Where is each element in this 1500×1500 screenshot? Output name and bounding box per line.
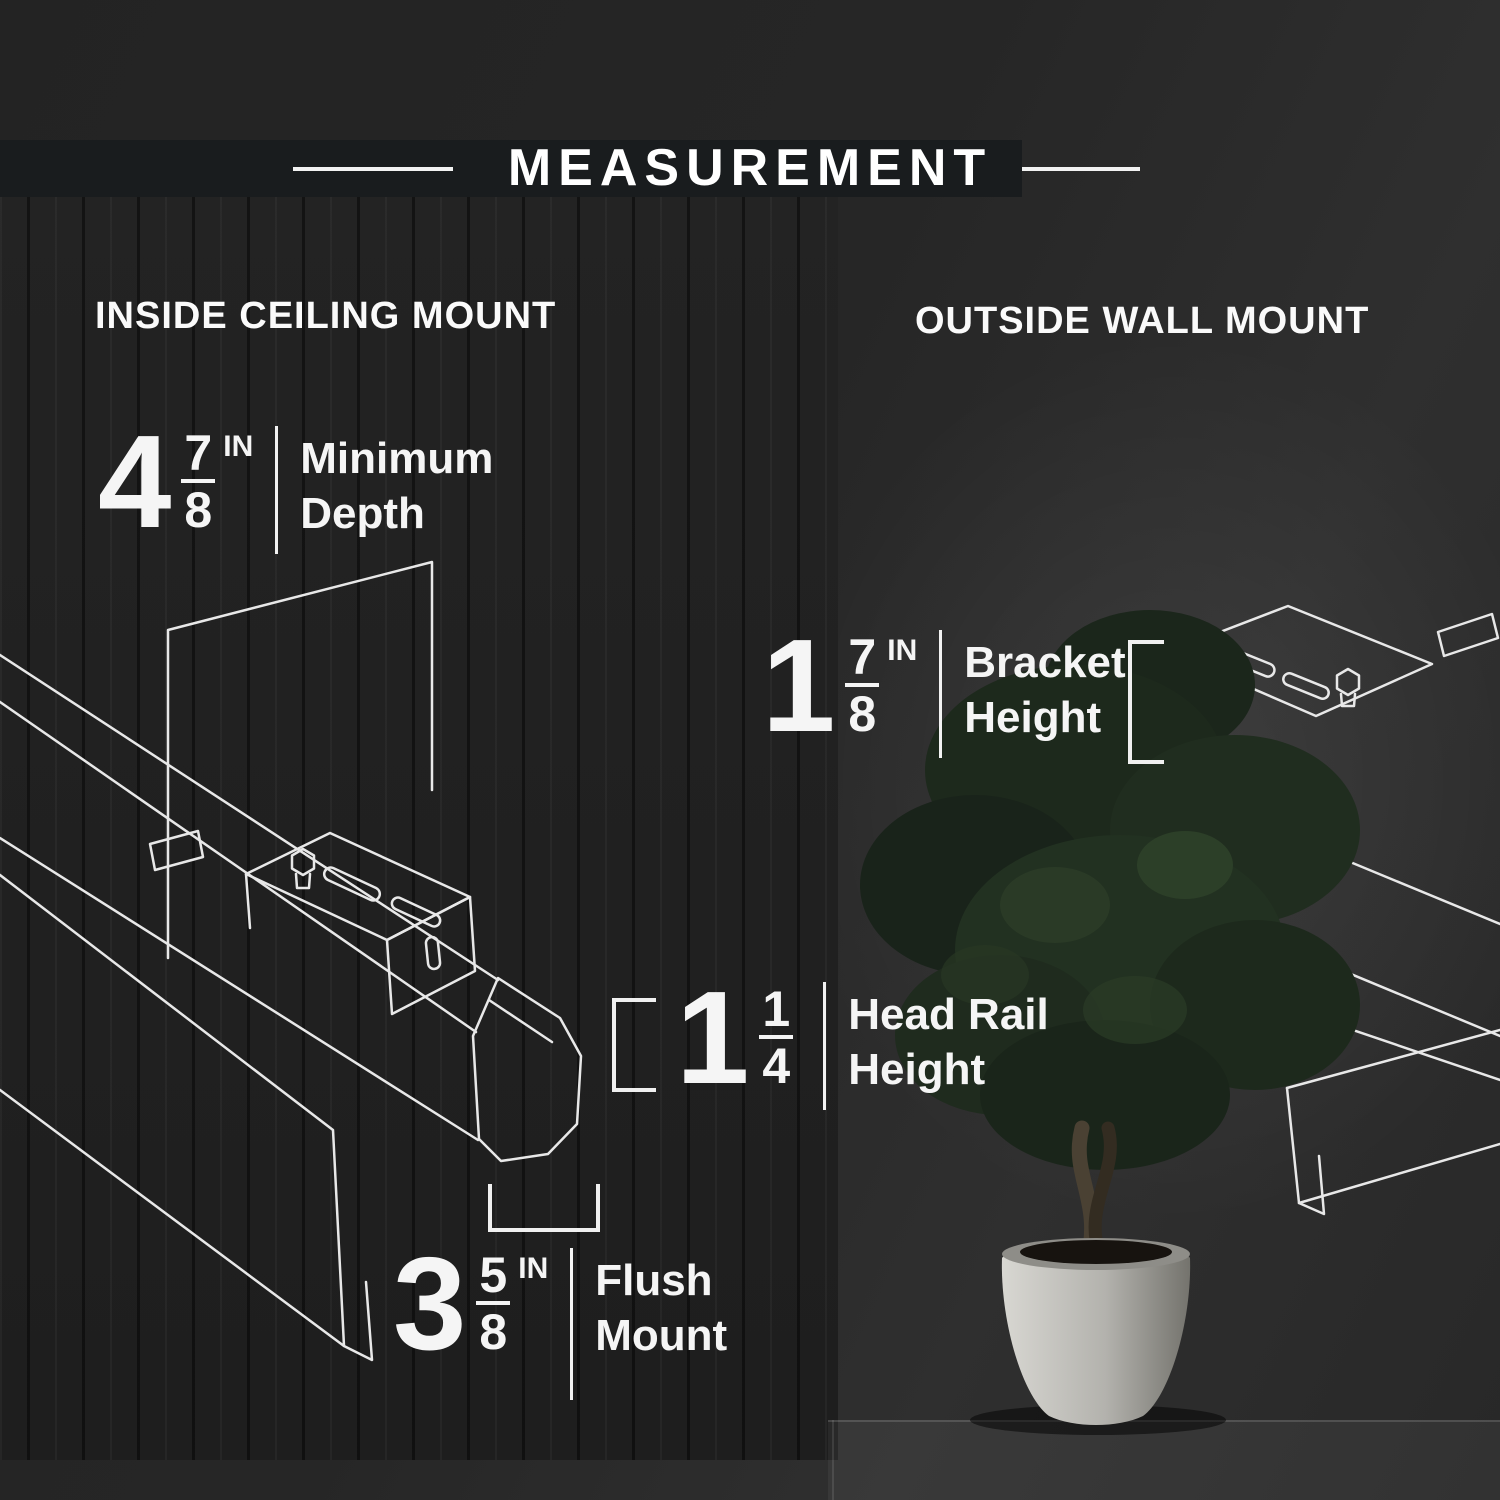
measurement-whole-number: 3 bbox=[393, 1230, 467, 1377]
callout-divider bbox=[570, 1248, 574, 1400]
measurement-unit: IN bbox=[223, 430, 254, 463]
measurement-unit: IN bbox=[518, 1252, 549, 1285]
bracket-height-measure-icon bbox=[1128, 640, 1164, 764]
bracket-bolt bbox=[1335, 667, 1361, 697]
measurement-fraction: 7 8 bbox=[181, 428, 216, 537]
valance-fold bbox=[342, 1280, 374, 1362]
bracket-bolt bbox=[290, 847, 316, 877]
title-band bbox=[0, 140, 1022, 197]
measurement-whole-number: 1 bbox=[762, 612, 836, 759]
measurement-minimum-depth: 4 7 8 IN Minimum Depth bbox=[98, 416, 494, 554]
valance-top-edge bbox=[1285, 1028, 1500, 1090]
measurement-fraction: 7 8 bbox=[845, 632, 880, 741]
bracket-slot bbox=[322, 866, 382, 902]
foliage-highlight bbox=[1137, 831, 1233, 899]
bracket-bolt-shaft bbox=[1339, 692, 1357, 708]
ceiling-mount-illustration bbox=[0, 560, 583, 1362]
callout-divider bbox=[823, 982, 827, 1110]
bracket-flange-slot bbox=[424, 935, 442, 971]
plant-illustration bbox=[860, 610, 1360, 1435]
callout-divider bbox=[275, 426, 279, 554]
bracket-front-flange bbox=[385, 895, 477, 1016]
foliage bbox=[1150, 920, 1360, 1090]
bracket-bolt-shaft bbox=[294, 872, 312, 890]
vertical-blinds-background bbox=[0, 192, 838, 1460]
measurement-label: Minimum Depth bbox=[300, 434, 494, 538]
measurement-bracket-height: 1 7 8 IN Bracket Height bbox=[762, 620, 1126, 758]
measurement-whole-number: 1 bbox=[676, 964, 750, 1111]
rail-end-cap bbox=[471, 976, 583, 1163]
measurement-unit: IN bbox=[887, 634, 918, 667]
measurement-label: Bracket Height bbox=[964, 638, 1126, 742]
measurement-fraction: 1 4 bbox=[759, 984, 794, 1093]
bracket-plate bbox=[244, 831, 472, 942]
pot-soil bbox=[1020, 1240, 1172, 1264]
bracket-leg bbox=[244, 872, 252, 930]
rail-end-cap-detail bbox=[487, 998, 554, 1044]
foliage bbox=[980, 1020, 1230, 1170]
rail-bottom-front-edge bbox=[0, 836, 480, 1142]
wall-corner-line bbox=[832, 1420, 834, 1500]
title-left-rule bbox=[293, 167, 453, 171]
rail-clip-tab bbox=[148, 829, 205, 872]
measurement-label: Flush Mount bbox=[595, 1256, 728, 1360]
floor bbox=[828, 1420, 1500, 1500]
bracket-slot bbox=[390, 896, 442, 928]
bracket-plate bbox=[1166, 604, 1434, 718]
title-right-rule bbox=[1022, 167, 1140, 171]
measurement-label: Head Rail Height bbox=[848, 990, 1049, 1094]
rail-top-front-edge bbox=[0, 700, 478, 1034]
measurement-flush-mount: 3 5 8 IN Flush Mount bbox=[393, 1238, 728, 1400]
depth-plane bbox=[166, 560, 434, 960]
callout-divider bbox=[939, 630, 943, 758]
valance-fold bbox=[1297, 1154, 1326, 1216]
valance-panel bbox=[0, 873, 346, 1348]
heading-outside-wall-mount: OUTSIDE WALL MOUNT bbox=[915, 300, 1370, 342]
foliage-highlight bbox=[1000, 867, 1110, 943]
measurement-whole-number: 4 bbox=[98, 408, 172, 555]
measurement-fraction: 5 8 bbox=[476, 1250, 511, 1359]
flush-mount-measure-icon bbox=[488, 1184, 600, 1232]
bracket-slot bbox=[1282, 672, 1330, 700]
measurement-head-rail-height: 1 1 4 Head Rail Height bbox=[676, 972, 1049, 1110]
plant-pot bbox=[1001, 1246, 1191, 1425]
head-rail-measure-icon bbox=[612, 998, 656, 1092]
heading-inside-ceiling-mount: INSIDE CEILING MOUNT bbox=[95, 295, 557, 337]
valance-panel bbox=[1285, 1086, 1500, 1205]
page-title: MEASUREMENT bbox=[507, 139, 993, 197]
rail-clip-tab bbox=[1436, 612, 1500, 658]
foliage-highlight bbox=[941, 945, 1029, 1005]
foliage-highlight bbox=[1083, 976, 1187, 1044]
